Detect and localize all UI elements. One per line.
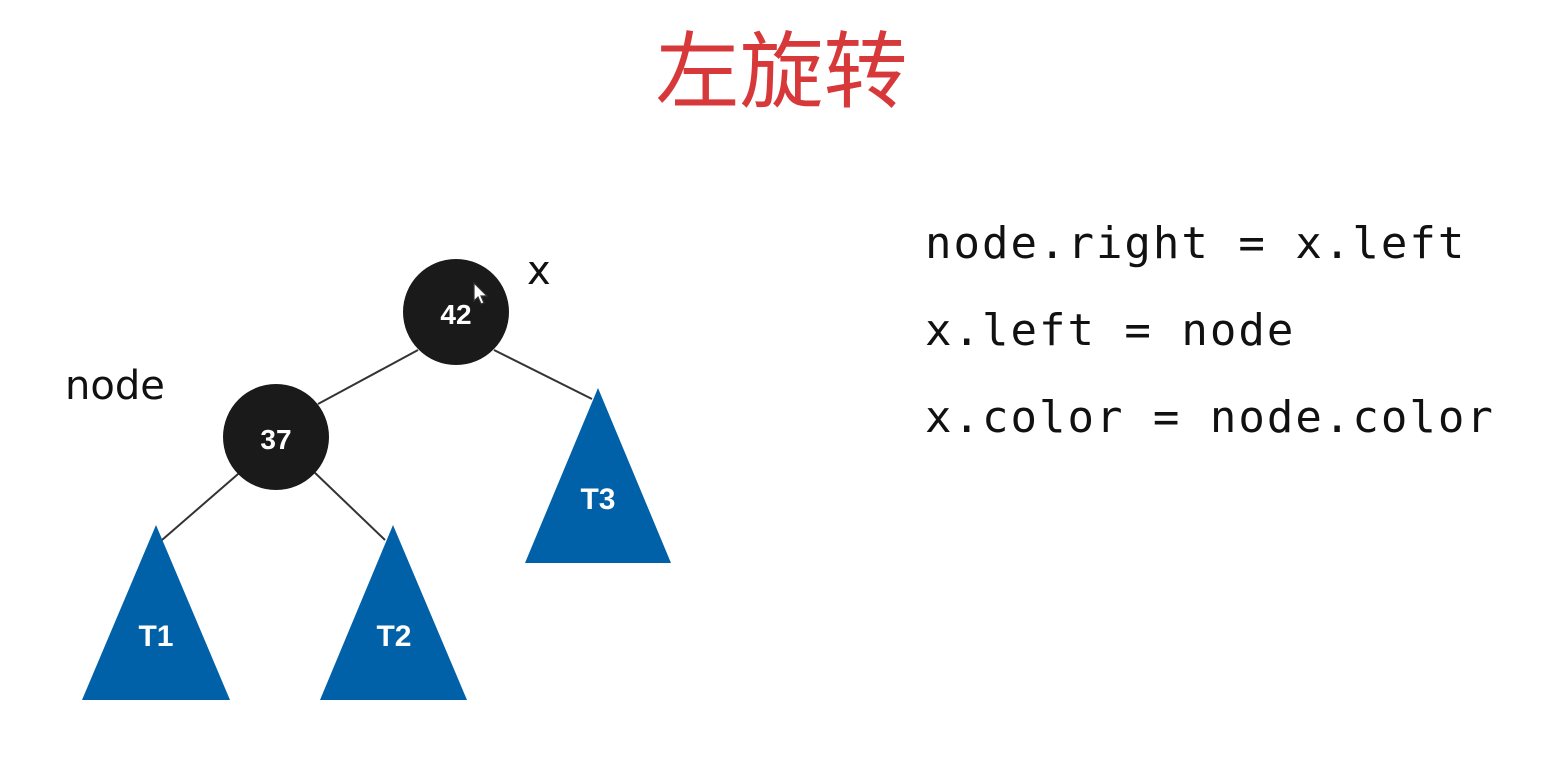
tree-node-37: 37 (223, 384, 329, 490)
pointer-label-node: node (65, 363, 165, 409)
subtree-t2-triangle (320, 525, 467, 700)
subtree-t2: T2 (320, 525, 467, 700)
subtree-t1-label: T1 (138, 620, 173, 653)
edge-37-t2 (311, 469, 386, 541)
mouse-cursor-icon (473, 281, 489, 305)
subtree-t3: T3 (525, 388, 671, 563)
edge-37-t1 (161, 467, 246, 541)
subtree-t2-label: T2 (376, 620, 411, 653)
subtree-t1-triangle (82, 525, 230, 700)
slide-title: 左旋转 (655, 23, 908, 121)
subtree-t1: T1 (82, 525, 230, 700)
edge-42-t3 (493, 349, 593, 400)
code-block: node.right = x.left x.left = node x.colo… (925, 200, 1495, 461)
code-line: node.right = x.left (925, 218, 1467, 269)
pointer-label-x: x (527, 248, 551, 294)
tree-node-37-value: 37 (260, 424, 291, 455)
edge-42-37 (317, 349, 419, 405)
tree-node-42: 42 (403, 259, 509, 365)
code-line: x.color = node.color (925, 392, 1495, 443)
tree-node-42-value: 42 (440, 299, 471, 330)
subtree-t3-triangle (525, 388, 671, 563)
tree-node-42-circle (403, 259, 509, 365)
tree-node-37-circle (223, 384, 329, 490)
subtree-t3-label: T3 (580, 483, 615, 516)
code-line: x.left = node (925, 305, 1296, 356)
